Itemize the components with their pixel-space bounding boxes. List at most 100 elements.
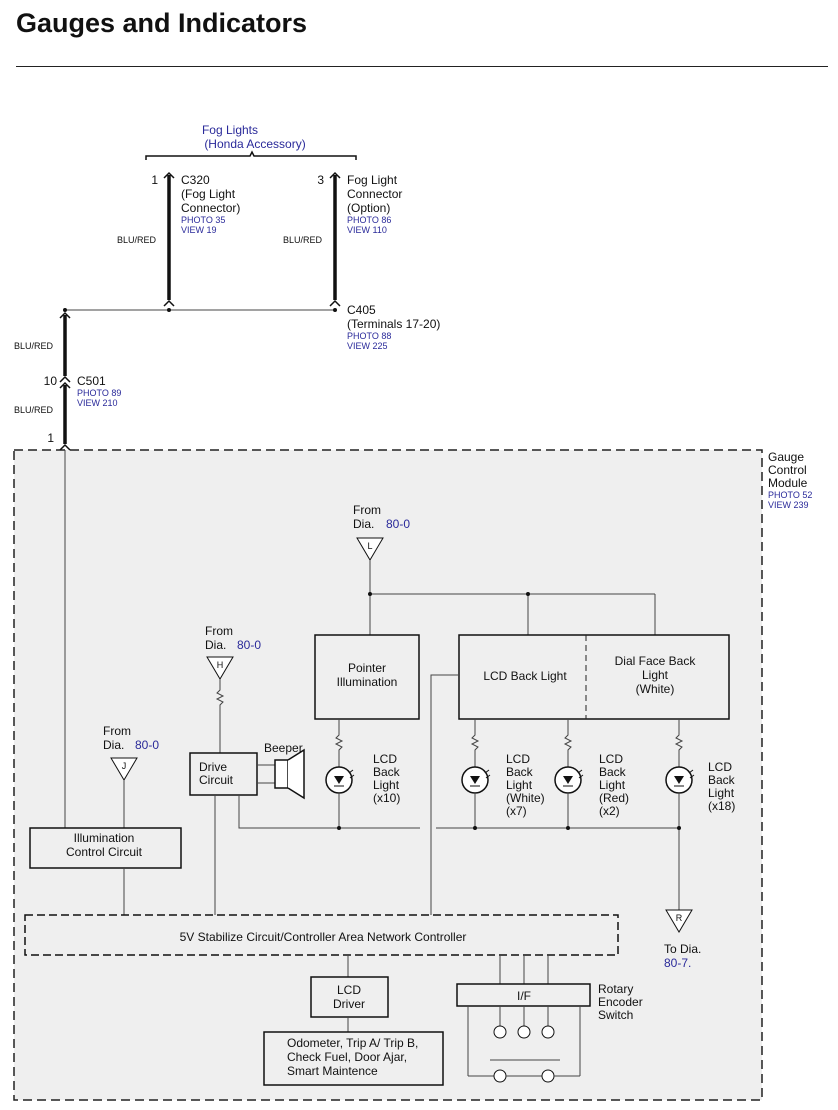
lamp2-l2: Back: [506, 765, 534, 779]
rotary-label-3: Switch: [598, 1008, 633, 1022]
gcm-label-3: Module: [768, 476, 808, 490]
c501-photo: PHOTO 89: [77, 388, 121, 398]
from-l-dia: Dia.: [353, 517, 374, 531]
lcd-driver-box: [310, 976, 389, 1018]
from-l-from: From: [353, 503, 381, 517]
lamp3-l2: Back: [599, 765, 627, 779]
drive-label-2: Circuit: [199, 773, 234, 787]
lamp-4: [665, 719, 695, 910]
from-h-letter: H: [217, 660, 224, 670]
fog-conn-wire-color: BLU/RED: [283, 235, 323, 245]
c501-pin-top: 10: [44, 374, 58, 388]
lamp1-l3: Light: [373, 778, 400, 792]
from-h-from: From: [205, 624, 233, 638]
lamp3-l3: Light: [599, 778, 626, 792]
lamp2-l4: (White): [506, 791, 545, 805]
illum-label-2: Control Circuit: [66, 845, 143, 859]
odo-label-3: Smart Maintence: [287, 1064, 378, 1078]
c320-pin: 1: [151, 173, 158, 187]
lamp4-l3: Light: [708, 786, 735, 800]
c501-wire-top: BLU/RED: [14, 341, 54, 351]
fog-conn-view: VIEW 110: [347, 225, 387, 235]
from-l-triangle: [356, 537, 384, 561]
from-h-triangle: [206, 656, 234, 680]
pointer-label-2: Illumination: [337, 675, 398, 689]
fog-light-connector: [329, 171, 341, 307]
lamp-1: [325, 719, 355, 830]
c501-wire-bottom: BLU/RED: [14, 405, 54, 415]
odo-label-1: Odometer, Trip A/ Trip B,: [287, 1036, 418, 1050]
lcd-back-light-box: [458, 634, 730, 720]
from-l-letter: L: [367, 541, 372, 551]
lamp2-l3: Light: [506, 778, 533, 792]
beeper-speaker-icon: [274, 748, 305, 800]
from-j-from: From: [103, 724, 131, 738]
beeper-label: Beeper: [264, 741, 303, 755]
from-j-letter: J: [122, 761, 127, 771]
lamp4-l4: (x18): [708, 799, 735, 813]
if-label: I/F: [517, 989, 531, 1003]
c501-view: VIEW 210: [77, 398, 118, 408]
lamp3-l4: (Red): [599, 791, 629, 805]
c501-pin-bottom: 1: [47, 431, 54, 445]
stabilize-can-controller-box: [24, 914, 619, 956]
rotary-label-1: Rotary: [598, 982, 633, 996]
to-r-ref: 80-7.: [664, 956, 691, 970]
lamp-2: [461, 719, 491, 830]
title-divider: [16, 66, 828, 67]
gcm-label-1: Gauge: [768, 450, 804, 464]
drive-label-1: Drive: [199, 760, 227, 774]
fog-lights-sublabel: (Honda Accessory): [204, 137, 305, 151]
fog-conn-pin: 3: [317, 173, 324, 187]
c501-connector: [59, 311, 71, 451]
dial-face-label-3: (White): [636, 682, 675, 696]
to-r-triangle: [665, 909, 693, 933]
from-h-ref: 80-0: [237, 638, 261, 652]
c320-name: C320: [181, 173, 210, 187]
from-h-dia: Dia.: [205, 638, 226, 652]
lamp2-l1: LCD: [506, 752, 530, 766]
lamp3-l5: (x2): [599, 804, 620, 818]
lamp4-l2: Back: [708, 773, 736, 787]
c405-view: VIEW 225: [347, 341, 388, 351]
fog-conn-desc-2: (Option): [347, 201, 390, 215]
lamp-3: [554, 719, 584, 830]
lcd-back-light-label: LCD Back Light: [483, 669, 567, 683]
pointer-label-1: Pointer: [348, 661, 386, 675]
lamp4-l1: LCD: [708, 760, 732, 774]
c320-desc-2: Connector): [181, 201, 240, 215]
pointer-illumination-box: [314, 634, 420, 720]
c320-view: VIEW 19: [181, 225, 217, 235]
c320-connector: [163, 171, 175, 307]
fog-lights-label: Fog Lights: [202, 123, 258, 137]
rotary-encoder-switch: [467, 1006, 581, 1083]
stabilize-label: 5V Stabilize Circuit/Controller Area Net…: [180, 930, 467, 944]
lamp1-l4: (x10): [373, 791, 400, 805]
fog-conn-photo: PHOTO 86: [347, 215, 391, 225]
lamp1-l2: Back: [373, 765, 401, 779]
c320-desc-1: (Fog Light: [181, 187, 236, 201]
lcd-driver-label-2: Driver: [333, 997, 365, 1011]
rotary-label-2: Encoder: [598, 995, 643, 1009]
dial-face-label-1: Dial Face Back: [615, 654, 697, 668]
dial-face-label-2: Light: [642, 668, 669, 682]
gcm-view: VIEW 239: [768, 500, 809, 510]
odo-label-2: Check Fuel, Door Ajar,: [287, 1050, 407, 1064]
from-j-dia: Dia.: [103, 738, 124, 752]
c405-desc: (Terminals 17-20): [347, 317, 440, 331]
c405-photo: PHOTO 88: [347, 331, 391, 341]
c320-wire-color: BLU/RED: [117, 235, 157, 245]
fog-conn-name: Fog Light: [347, 173, 398, 187]
drive-circuit-box: [189, 752, 258, 796]
odometer-display-box: [263, 1031, 444, 1086]
gcm-photo: PHOTO 52: [768, 490, 812, 500]
to-r-label: To Dia.: [664, 942, 701, 956]
gcm-label-2: Control: [768, 463, 807, 477]
lamp2-l5: (x7): [506, 804, 527, 818]
c405-name: C405: [347, 303, 376, 317]
lamp3-l1: LCD: [599, 752, 623, 766]
c320-photo: PHOTO 35: [181, 215, 225, 225]
fog-conn-desc-1: Connector: [347, 187, 402, 201]
lcd-driver-label-1: LCD: [337, 983, 361, 997]
